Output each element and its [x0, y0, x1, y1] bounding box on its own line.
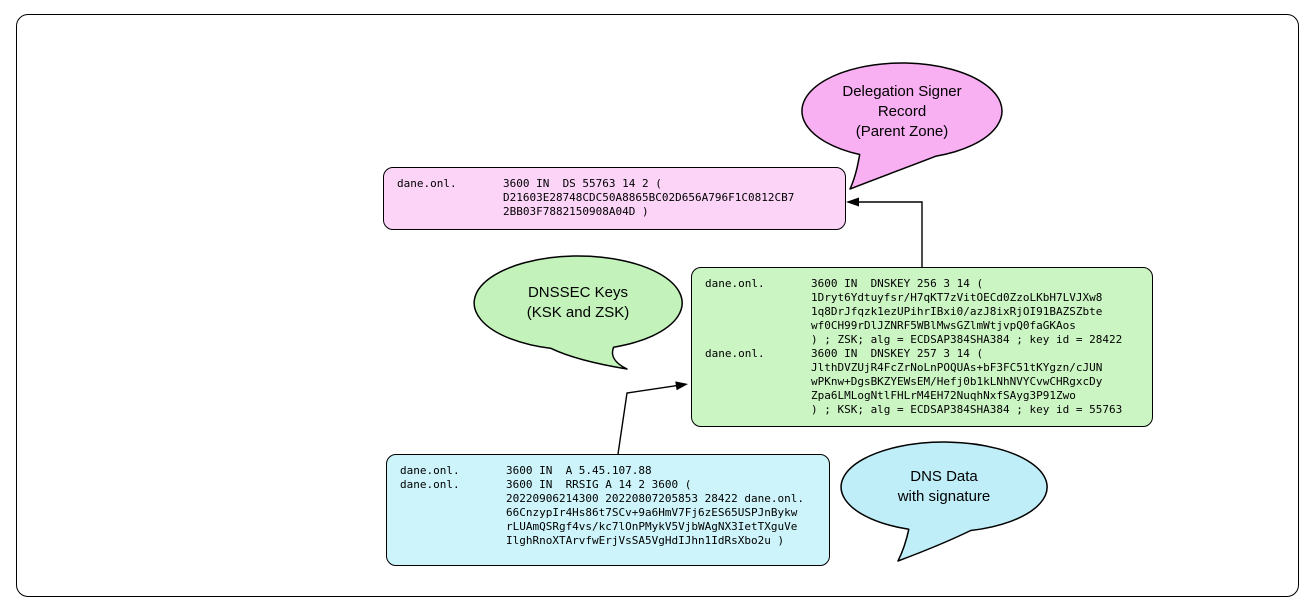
ds-callout-label: Delegation Signer Record (Parent Zone): [842, 83, 962, 140]
ds-record-box: dane.onl. 3600 IN DS 55763 14 2 ( D21603…: [383, 167, 846, 230]
ds-speech-bubble: [801, 62, 1003, 190]
ds-record-text: dane.onl. 3600 IN DS 55763 14 2 ( D21603…: [397, 177, 795, 218]
diagram-border: [16, 14, 1299, 597]
dnskey-callout-label: DNSSEC Keys (KSK and ZSK): [526, 284, 630, 321]
arrow-dnsdata-to-dnskey: [617, 381, 688, 455]
dnsdata-callout-label: DNS Data with signature: [897, 468, 991, 505]
dnsdata-speech-bubble: [840, 441, 1048, 562]
dnskey-record-box: dane.onl. 3600 IN DNSKEY 256 3 14 ( 1Dry…: [691, 267, 1153, 427]
dnsdata-record-text: dane.onl. 3600 IN A 5.45.107.88 dane.onl…: [400, 464, 804, 547]
dnskey-record-text: dane.onl. 3600 IN DNSKEY 256 3 14 ( 1Dry…: [705, 277, 1123, 416]
dnskey-speech-bubble: [473, 255, 683, 370]
dnsdata-record-box: dane.onl. 3600 IN A 5.45.107.88 dane.onl…: [386, 454, 830, 566]
arrow-dnskey-to-ds: [846, 197, 923, 267]
